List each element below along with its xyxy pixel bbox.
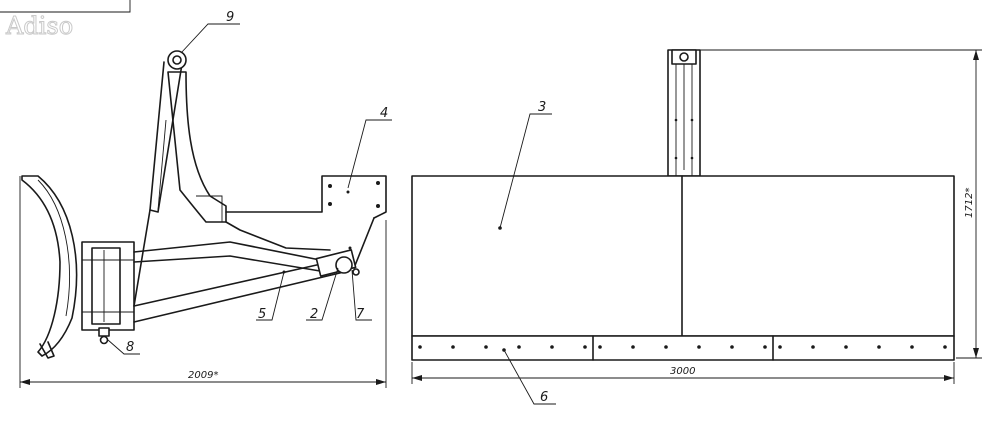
callout-6: 6	[540, 390, 548, 405]
leader-3	[499, 113, 552, 229]
dim-height-arrow-top	[973, 50, 979, 60]
leader-5-dot	[282, 270, 286, 274]
callout-4: 4	[380, 106, 388, 121]
side-push-arm-lower	[133, 261, 331, 307]
dim-side-arrow-right	[376, 379, 386, 385]
leader-8	[107, 339, 140, 355]
leader-5	[256, 271, 285, 321]
side-mount-block	[81, 241, 135, 331]
dim-front-width: 3000	[670, 366, 695, 377]
front-mast-pin	[679, 52, 689, 62]
front-cutting-edge	[411, 335, 955, 361]
side-pivot-nut	[99, 335, 109, 345]
dim-front-height: 1712*	[964, 188, 975, 218]
leader-7	[351, 269, 372, 321]
watermark-logo: Adiso	[5, 12, 73, 40]
callout-2: 2	[310, 307, 318, 322]
leader-4	[347, 119, 392, 189]
callout-7: 7	[356, 307, 365, 322]
side-mount-plate	[91, 247, 121, 325]
front-view: 3 6 3000 1712*	[411, 49, 982, 405]
hitch-hole-4	[376, 204, 380, 208]
side-cylinder	[149, 61, 183, 213]
side-bracket-gusset	[196, 195, 223, 222]
dim-side-arrow-left	[20, 379, 30, 385]
side-hinge-pin	[335, 256, 353, 274]
dim-front-arrow-left	[412, 375, 422, 381]
callout-3: 3	[538, 100, 546, 115]
callout-5: 5	[258, 307, 266, 322]
side-push-arm-upper-edge	[133, 255, 327, 273]
side-cylinder-rod	[157, 119, 167, 211]
side-frame-lower	[225, 221, 331, 251]
leader-3-dot	[498, 226, 502, 230]
front-mast-mark-1	[674, 118, 678, 122]
dim-side-length: 2009*	[188, 370, 218, 381]
hitch-plate-center	[346, 190, 350, 194]
side-pivot-bolt	[98, 327, 110, 337]
side-cutting-edge	[39, 341, 55, 359]
hitch-hole-1	[328, 184, 332, 188]
front-blade	[411, 175, 955, 337]
dim-front-arrow-right	[944, 375, 954, 381]
hitch-hole-3	[328, 202, 332, 206]
leader-9	[180, 23, 240, 54]
dim-height-arrow-bottom	[973, 348, 979, 358]
hitch-hole-2	[376, 181, 380, 185]
side-hinge-mark	[348, 246, 352, 250]
side-blade-inner-curve	[37, 179, 70, 317]
callout-9: 9	[226, 10, 234, 25]
side-frame-top	[225, 175, 387, 219]
side-hitch-link	[353, 217, 375, 269]
cutting-edge-bolts	[418, 345, 947, 349]
side-cylinder-eye-outer	[167, 50, 187, 70]
front-mast-mark-4	[690, 156, 694, 160]
callout-8: 8	[126, 340, 134, 355]
leader-2	[306, 267, 339, 321]
side-blade	[21, 175, 78, 357]
side-cylinder-eye-inner	[172, 55, 182, 65]
front-mast-mark-3	[674, 156, 678, 160]
leader-6-dot	[502, 348, 506, 352]
side-push-arm-upper	[133, 241, 331, 263]
side-cylinder-base-link	[133, 209, 151, 307]
side-hinge-nut	[352, 268, 360, 276]
corner-frame	[0, 0, 131, 13]
side-push-arm-lower-edge	[133, 271, 345, 323]
leader-6	[503, 349, 556, 405]
side-view: 9 4 5 2 7 8 2009*	[19, 10, 392, 388]
front-mast-mark-2	[690, 118, 694, 122]
